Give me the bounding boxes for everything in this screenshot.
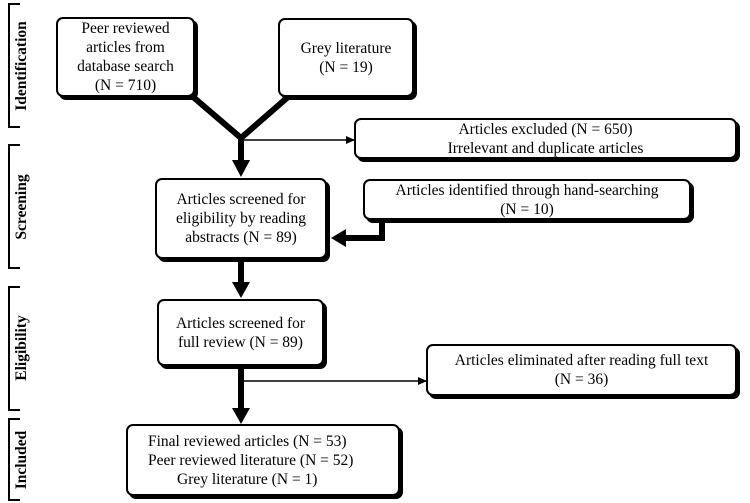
box-text: Irrelevant and duplicate articles: [447, 139, 644, 157]
bracket-screening: [8, 144, 20, 269]
stage-label-identification: Identification: [13, 21, 30, 111]
box-text: abstracts (N = 89): [185, 229, 297, 246]
box-text: database search: [77, 58, 174, 75]
box-screened-abstracts: Articles screened for eligibility by rea…: [155, 178, 327, 259]
box-text: Peer reviewed: [81, 20, 170, 37]
box-text: Articles screened for: [175, 314, 306, 332]
arrow-from-hand-search: [331, 229, 346, 247]
box-text: Articles screened for: [176, 191, 306, 208]
box-eliminated: Articles eliminated after reading full t…: [426, 344, 737, 396]
box-text: (N = 710): [94, 77, 157, 94]
box-text: Articles identified through hand-searchi…: [395, 181, 659, 199]
box-text: articles from: [86, 39, 165, 56]
box-text: Articles eliminated after reading full t…: [454, 352, 709, 369]
box-text: Grey literature: [300, 39, 392, 57]
stage-label-screening: Screening: [13, 174, 30, 240]
box-peer-reviewed: Peer reviewed articles from database sea…: [56, 17, 195, 97]
box-text: (N = 10): [500, 200, 554, 218]
merge-connector: [190, 93, 290, 162]
box-text: Final reviewed articles (N = 53): [148, 432, 347, 450]
box-text: Articles excluded (N = 650): [458, 120, 633, 138]
box-excluded: Articles excluded (N = 650) Irrelevant a…: [354, 118, 737, 159]
box-text: (N = 36): [554, 371, 609, 388]
stage-label-included: Included: [13, 430, 30, 490]
box-grey-literature: Grey literature (N = 19): [278, 18, 414, 97]
box-hand-search: Articles identified through hand-searchi…: [363, 179, 691, 220]
box-text: (N = 19): [319, 58, 373, 76]
box-text: Grey literature (N = 1): [177, 470, 318, 488]
box-text: full review (N = 89): [178, 333, 303, 351]
box-final-reviewed: Final reviewed articles (N = 53) Peer re…: [126, 424, 400, 496]
arrow-to-screening: [232, 160, 250, 177]
bracket-included: [8, 418, 20, 501]
arrow-to-final: [232, 408, 250, 424]
box-text: Peer reviewed literature (N = 52): [148, 451, 354, 469]
stage-brackets: [8, 3, 20, 501]
bracket-identification: [8, 3, 20, 128]
arrow-to-full-review: [232, 282, 250, 298]
hand-search-connector: [345, 220, 385, 241]
box-text: eligibility by reading: [175, 210, 306, 227]
stage-label-eligibility: Eligibility: [13, 315, 30, 381]
box-full-review: Articles screened for full review (N = 8…: [157, 299, 324, 366]
bracket-eligibility: [8, 286, 20, 411]
